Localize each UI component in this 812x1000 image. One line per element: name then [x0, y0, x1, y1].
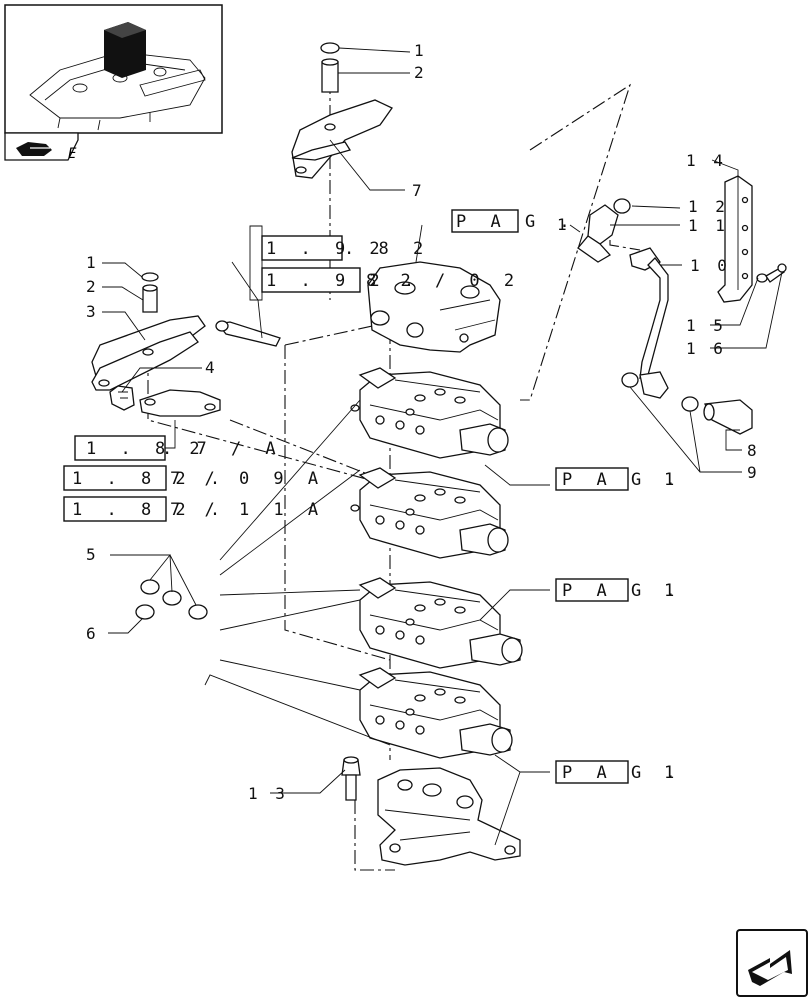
callout-labels: 1 2 7 1 2 1 1 1 1 0 1 4 1 5 1 6 1 2 3 4 … [86, 41, 761, 803]
top-link-assembly[interactable] [291, 42, 393, 179]
ref-pag-1-c[interactable]: P A G . 1 [555, 760, 683, 784]
callout-2-top: 2 [414, 63, 428, 82]
reference-boxes[interactable]: P A G . 1 . 9 2 . 8 2 1 . 9 2 . 8 2 / 0 … [63, 209, 683, 784]
callout-7: 7 [412, 181, 426, 200]
ref-pag-1-b[interactable]: P A G . 1 [555, 578, 683, 602]
callout-6: 6 [86, 624, 100, 643]
svg-text:P A G .: P A G . [456, 212, 577, 232]
thumbnail-tab[interactable]: E [4, 132, 79, 162]
svg-text:. 8 2: . 8 2 [344, 239, 430, 259]
callout-8: 8 [747, 441, 761, 460]
callout-12: 1 2 [688, 197, 729, 216]
svg-text:1: 1 [664, 581, 681, 601]
next-page-arrow-icon [748, 950, 792, 986]
banjo-bolt-part [704, 399, 753, 435]
bracket-assembly[interactable] [717, 175, 787, 303]
pointing-hand-icon [16, 142, 52, 156]
screw-part[interactable] [341, 756, 361, 801]
callout-11: 1 1 [688, 216, 729, 235]
svg-text:7 / 1 1 A: 7 / 1 1 A [170, 500, 325, 520]
callout-13: 1 3 [248, 784, 289, 803]
svg-text:P A G .: P A G . [562, 763, 683, 783]
callout-1-top: 1 [414, 41, 428, 60]
svg-text:P A G .: P A G . [562, 470, 683, 490]
thumbnail-panel[interactable]: E [4, 4, 223, 162]
svg-text:1 . 8 2 .: 1 . 8 2 . [72, 500, 227, 520]
svg-text:1 . 9 2 .: 1 . 9 2 . [266, 271, 421, 291]
valve-section-1[interactable] [350, 367, 509, 459]
valve-section-3[interactable] [358, 577, 523, 669]
ref-1-82-7-09a[interactable]: 1 . 8 2 . 7 / 0 9 A [63, 465, 325, 491]
ref-pag-top[interactable]: P A G . [451, 209, 577, 233]
pin-part [321, 61, 339, 93]
ref-1-82-7-11a[interactable]: 1 . 8 2 . 7 / 1 1 A [63, 496, 325, 522]
svg-text:P A G .: P A G . [562, 581, 683, 601]
callout-9: 9 [747, 463, 761, 482]
inlet-cover-part[interactable] [367, 261, 501, 353]
next-page-button[interactable] [736, 929, 808, 997]
leader-lines [102, 47, 783, 846]
circlip-part [320, 42, 340, 54]
ref-1-92-82-02[interactable]: 1 . 9 2 . 8 2 / 0 2 [261, 267, 521, 293]
svg-text:7 / 0 9 A: 7 / 0 9 A [170, 469, 325, 489]
callout-14: 1 4 [686, 151, 727, 170]
svg-text:1 . 9 2: 1 . 9 2 [266, 239, 387, 259]
svg-text:8 2 / 0 2: 8 2 / 0 2 [366, 271, 521, 291]
o-rings-part[interactable] [135, 579, 208, 620]
callout-2-left: 2 [86, 277, 100, 296]
svg-text:1: 1 [664, 470, 681, 490]
ref-pag-1-a[interactable]: P A G . 1 [555, 467, 683, 491]
callout-1-left: 1 [86, 253, 100, 272]
linkage-pin[interactable] [215, 320, 281, 347]
svg-text:1: 1 [664, 763, 681, 783]
svg-text:. 7 / A: . 7 / A [162, 439, 283, 459]
valve-section-2[interactable] [350, 467, 509, 559]
outlet-cover-part[interactable] [377, 767, 521, 866]
callout-3: 3 [86, 302, 100, 321]
callout-1-fitting: 1 [557, 215, 571, 234]
ref-1-92-82[interactable]: 1 . 9 2 . 8 2 [249, 225, 430, 301]
svg-text:1 . 8 2 .: 1 . 8 2 . [72, 469, 227, 489]
ref-1-82-7-a[interactable]: 1 . 8 2 . 7 / A [74, 435, 283, 461]
valve-section-4[interactable] [358, 667, 513, 759]
callout-4: 4 [205, 358, 219, 377]
left-link-assembly[interactable] [91, 272, 221, 417]
callout-15: 1 5 [686, 316, 727, 335]
thumbnail-preview-icon [29, 22, 206, 131]
thumbnail-tab-letter: E [68, 146, 77, 162]
callout-10: 1 0 [690, 256, 731, 275]
pipe-assembly[interactable] [577, 198, 753, 435]
callout-16: 1 6 [686, 339, 727, 358]
link-plate-part [291, 99, 393, 179]
svg-text:1 . 8 2: 1 . 8 2 [86, 439, 207, 459]
callout-5: 5 [86, 545, 100, 564]
